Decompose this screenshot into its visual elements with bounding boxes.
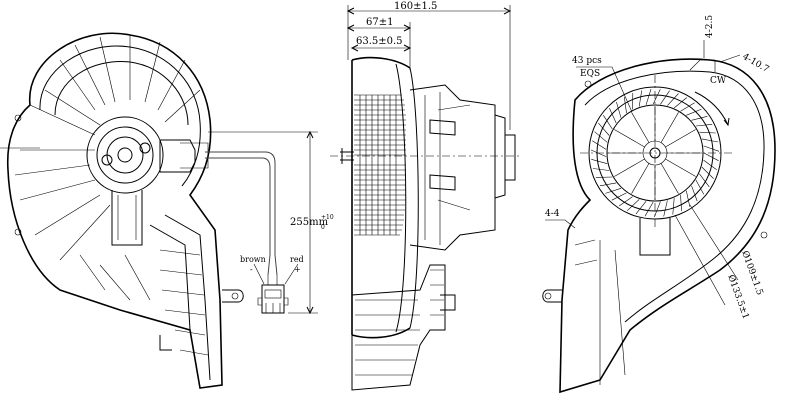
- fan-blade: [701, 166, 714, 179]
- fan-blade: [598, 122, 610, 136]
- fan-blade: [592, 168, 610, 171]
- blade-spacing-label: EQS: [580, 69, 600, 79]
- fan-blade: [703, 145, 720, 152]
- fan-blade: [594, 131, 608, 143]
- motor-body: [409, 84, 496, 251]
- wire-red-label: red: [290, 255, 304, 264]
- hole-left-dim: 4-4: [545, 209, 560, 219]
- hole-right-dim: 4-10.7: [741, 52, 771, 75]
- fan-blades: [590, 89, 720, 218]
- fan-blade: [624, 96, 627, 114]
- fan-blade: [660, 90, 670, 105]
- cable-assembly: [205, 151, 289, 314]
- fan-blade: [695, 179, 705, 195]
- cable-length-value: 255mm: [290, 217, 329, 228]
- fan-blade: [663, 200, 668, 217]
- fan-blade: [691, 185, 698, 202]
- fan-spoke: [665, 129, 696, 148]
- fan-spoke: [614, 129, 645, 148]
- fan-blade: [701, 138, 719, 143]
- fan-blade: [652, 89, 661, 105]
- fan-blade: [605, 188, 622, 194]
- wire-brown-label: brown: [240, 255, 266, 264]
- wheel-width-dim: 63.5±0.5: [356, 36, 403, 47]
- polarity-plus-label: +: [294, 265, 301, 274]
- cable-tolerance-lower: 0: [321, 224, 325, 231]
- fan-blade: [699, 131, 716, 134]
- rotation-arrow: [694, 91, 729, 126]
- fan-spoke: [660, 112, 679, 143]
- fan-spoke: [660, 163, 679, 194]
- blade-count-label: 43 pcs: [572, 56, 602, 66]
- rotation-label: CW: [710, 76, 727, 86]
- fan-spoke: [631, 163, 650, 194]
- fan-blade: [674, 97, 688, 109]
- fan-spoke: [631, 112, 650, 143]
- fan-blade: [599, 182, 617, 187]
- left-housing-view: [0, 32, 244, 389]
- top-dimensions: 160±1.5 67±1 63.5±0.5: [346, 1, 512, 130]
- fan-blade: [672, 198, 675, 215]
- fan-blade: [691, 116, 708, 121]
- side-view: [330, 56, 520, 391]
- fan-blade: [703, 152, 719, 161]
- fan-blade: [618, 196, 633, 207]
- fan-blade: [591, 159, 608, 164]
- fan-blade: [638, 90, 642, 107]
- fan-blade: [626, 199, 640, 211]
- fan-spoke: [665, 158, 696, 177]
- fan-spoke: [614, 158, 645, 177]
- fan-blade: [611, 192, 627, 201]
- fan-blade: [699, 173, 710, 188]
- fan-blade: [703, 159, 717, 171]
- overall-length-dim: 160±1.5: [394, 1, 437, 12]
- right-fan-view: [542, 58, 776, 394]
- cable-tolerance-upper: +10: [321, 214, 334, 221]
- fan-blade: [644, 201, 654, 217]
- fan-blade: [603, 115, 613, 130]
- fan-blade: [654, 201, 661, 218]
- fan-blade: [616, 101, 622, 118]
- fan-blade: [667, 93, 679, 106]
- fan-blade: [680, 102, 695, 112]
- fan-blade: [635, 201, 647, 215]
- housing-outline: [6, 32, 223, 389]
- fan-blade: [695, 124, 713, 127]
- polarity-minus-label: -: [250, 265, 253, 274]
- inner-diameter-dim: Ø109±1.5: [739, 249, 765, 297]
- cable-length-dimension: 255mm +10 0: [208, 130, 334, 315]
- fan-blade: [609, 107, 617, 124]
- mount-offset-dim: 67±1: [366, 17, 393, 28]
- fan-blade: [645, 89, 652, 105]
- fan-blade: [680, 194, 682, 212]
- fan-blade: [686, 108, 702, 116]
- wire-bundle: [205, 151, 276, 255]
- left-hub-outer: [86, 116, 164, 194]
- fan-blade: [686, 190, 691, 207]
- fan-blade: [592, 140, 607, 150]
- outer-diameter-dim: Ø133.5±1: [725, 273, 751, 320]
- hole-top-dim: 4-2.5: [705, 15, 715, 38]
